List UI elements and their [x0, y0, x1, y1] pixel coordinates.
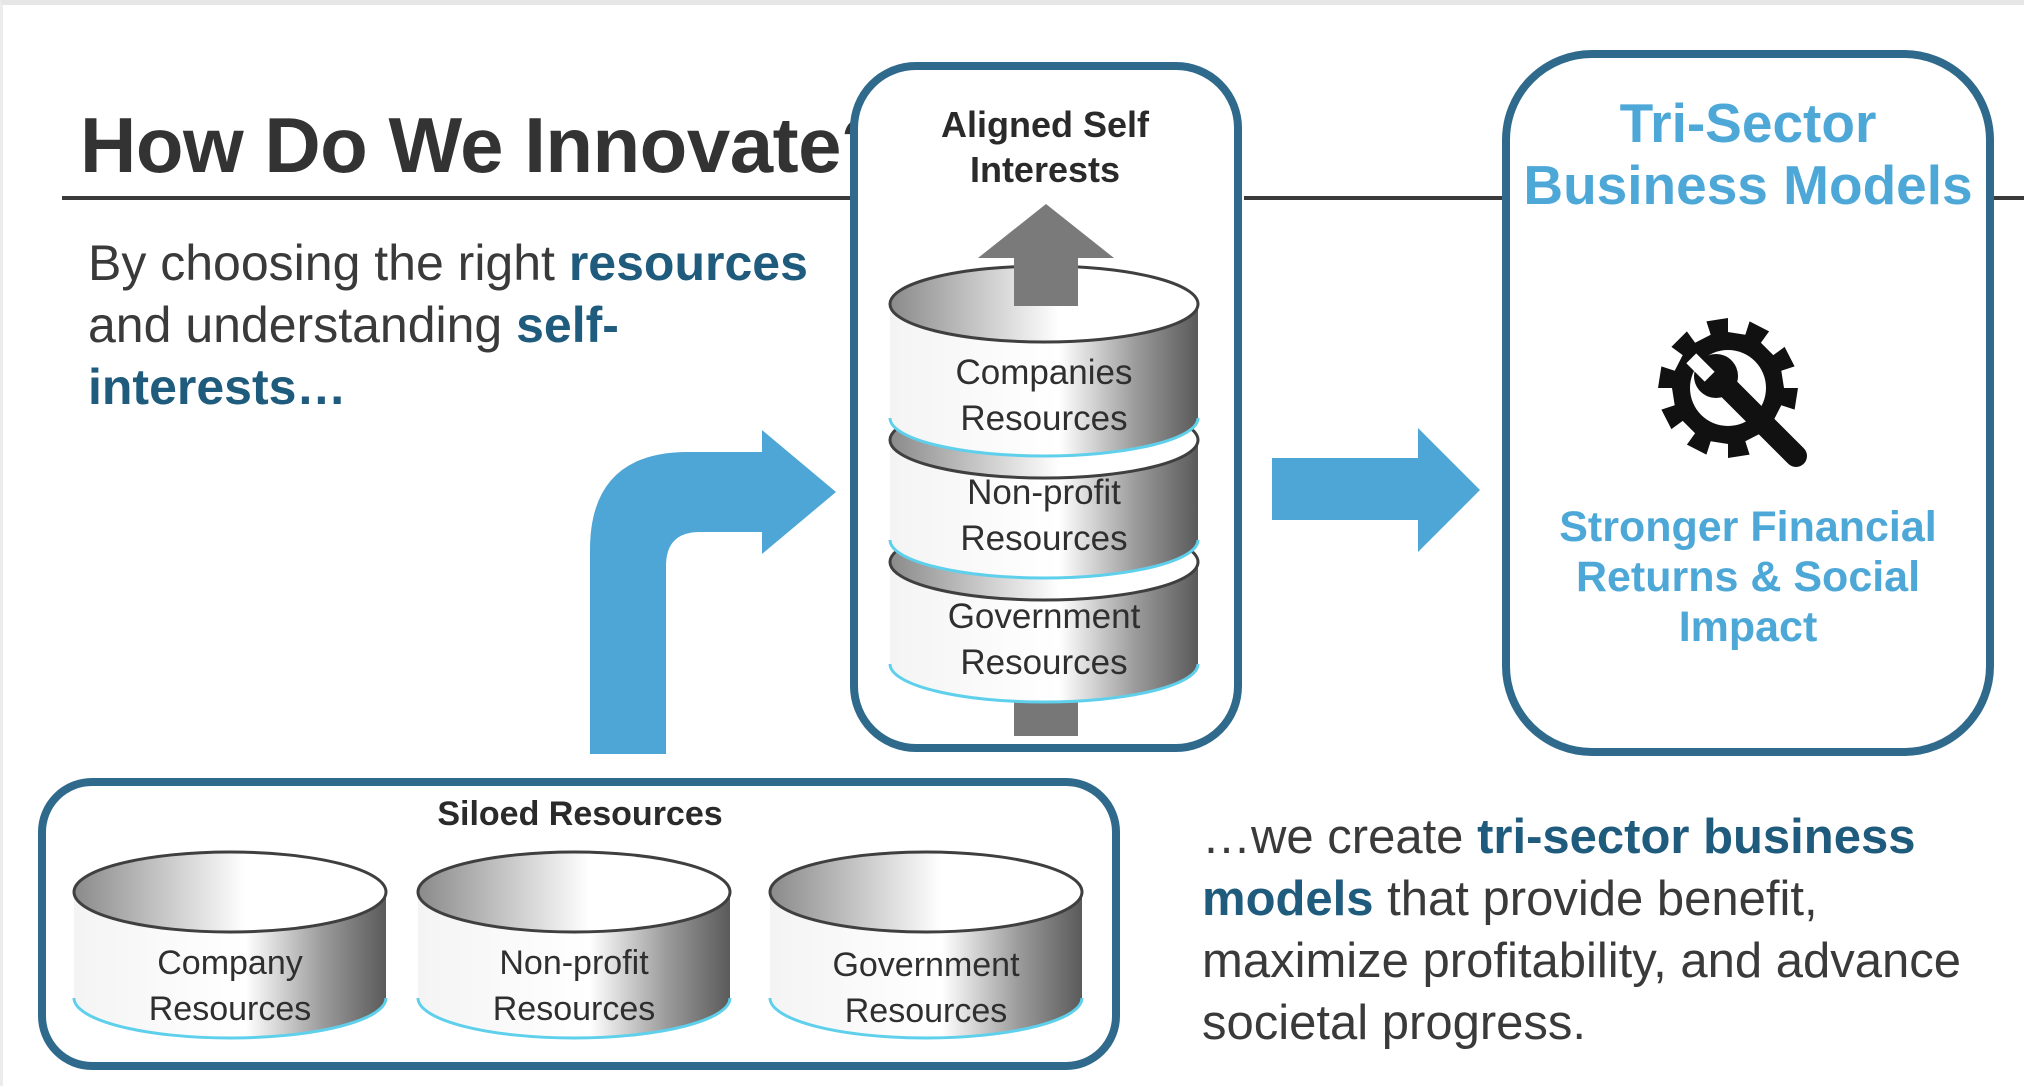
intro-part2: and understanding	[88, 297, 517, 353]
silo-cylinder-government	[768, 850, 1084, 1040]
intro-highlight-resources: resources	[568, 235, 808, 291]
stack-label-companies: Companies Resources	[955, 353, 1133, 438]
wrench-handle	[1711, 371, 1807, 467]
silo-cylinder-company	[72, 850, 388, 1040]
stack-label-government: Government Resources	[947, 597, 1141, 682]
outro-highlight: tri-sector business models	[1202, 810, 1916, 926]
page-title: How Do We Innovate?	[80, 101, 889, 189]
tri-sector-benefits: Stronger Financial Returns & Social Impa…	[1559, 503, 1937, 651]
stack-up-arrow	[978, 204, 1114, 306]
stack-label-non-profit: Non-profit Resources	[960, 473, 1128, 558]
intro-text: By choosing the right resources and unde…	[88, 232, 808, 418]
silo-cylinder-non-profit	[416, 850, 732, 1040]
right-arrow	[1272, 428, 1480, 552]
title-rule-middle	[1244, 196, 1506, 200]
tri-sector-title: Tri-Sector Business Models	[1523, 92, 1973, 216]
silo-label-government: Government Resources	[832, 946, 1020, 1030]
resource-stack	[888, 204, 1200, 736]
siloed-cylinders	[72, 850, 1084, 1040]
intro-part1: By choosing the right	[88, 235, 569, 291]
curved-up-right-arrow	[590, 430, 836, 754]
aligned-interests-heading: Aligned Self Interests	[940, 104, 1150, 190]
title-rule-left	[62, 196, 858, 200]
gear-wrench-icon	[1656, 316, 1826, 486]
siloed-resources-heading: Siloed Resources	[437, 795, 723, 833]
title-rule-right	[1992, 196, 2024, 200]
silo-label-non-profit: Non-profit Resources	[492, 944, 656, 1028]
intro-highlight-self-interests: self-interests…	[88, 297, 619, 415]
silo-label-company: Company Resources	[148, 944, 312, 1028]
outro-part2: that provide benefit, maximize profitabi…	[1202, 872, 1961, 1050]
wrench-jaw	[1686, 353, 1715, 382]
outro-part1: …we create	[1202, 810, 1478, 864]
outro-text: …we create tri-sector business models th…	[1202, 806, 2002, 1054]
